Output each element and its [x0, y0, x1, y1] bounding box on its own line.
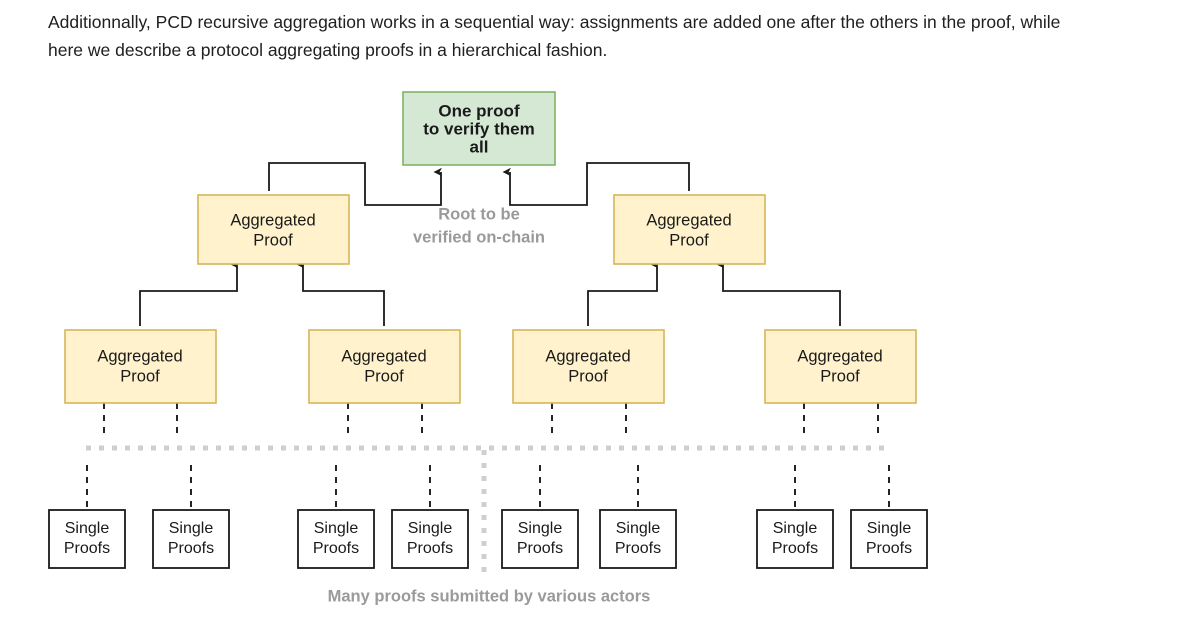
l3-node-3-label-line1: Aggregated [545, 347, 630, 365]
l2-node-1-label-line1: Aggregated [230, 211, 315, 229]
l2-node-2-rect [613, 194, 766, 265]
node-single-proofs-4[interactable]: Single Proofs [391, 509, 469, 569]
node-single-proofs-5[interactable]: Single Proofs [501, 509, 579, 569]
single-proof-4-rect [391, 509, 469, 569]
dashed-stubs-upper [103, 403, 879, 436]
single-proof-2-rect [152, 509, 230, 569]
edge-left-branch-to-root [268, 162, 443, 206]
l3-node-3-label-line2: Proof [568, 367, 608, 385]
root-node-label-line2: to verify them [423, 119, 534, 138]
node-aggregated-proof-l3-1[interactable]: Aggregated Proof [64, 329, 217, 404]
node-single-proofs-8[interactable]: Single Proofs [850, 509, 928, 569]
single-proof-7-rect [756, 509, 834, 569]
single-proof-4-label-line1: Single [408, 520, 453, 537]
l2-node-2-label-line2: Proof [669, 231, 709, 249]
single-proof-3-rect [297, 509, 375, 569]
node-aggregated-proof-l3-3[interactable]: Aggregated Proof [512, 329, 665, 404]
single-proof-2-label-line2: Proofs [168, 540, 214, 557]
edges-level2-to-root [268, 162, 690, 206]
l2-node-1-label-line2: Proof [253, 231, 293, 249]
l3-node-4-label-line1: Aggregated [797, 347, 882, 365]
l2-node-1-rect [197, 194, 350, 265]
node-single-proofs-1[interactable]: Single Proofs [48, 509, 126, 569]
root-node-rect [402, 91, 556, 166]
node-single-proofs-6[interactable]: Single Proofs [599, 509, 677, 569]
l3-node-1-rect [64, 329, 217, 404]
single-proof-8-rect [850, 509, 928, 569]
l3-node-1-label-line1: Aggregated [97, 347, 182, 365]
single-proof-1-label-line2: Proofs [64, 540, 110, 557]
edge-agg2-to-left-branch [295, 259, 385, 326]
single-proof-8-label-line1: Single [867, 520, 912, 537]
hierarchical-aggregation-diagram: One proof to verify them all Root to be … [0, 76, 1200, 626]
edge-agg3-to-right-branch [587, 259, 659, 326]
root-annotation-line1: Root to be [438, 205, 520, 223]
single-proof-3-label-line1: Single [314, 520, 359, 537]
edge-agg4-to-right-branch [715, 259, 841, 326]
single-proof-6-label-line2: Proofs [615, 540, 661, 557]
root-node-label-line3: all [470, 137, 489, 156]
single-proof-5-label-line2: Proofs [517, 540, 563, 557]
l3-node-4-rect [764, 329, 917, 404]
single-proof-4-label-line2: Proofs [407, 540, 453, 557]
node-aggregated-proof-l2-1[interactable]: Aggregated Proof [197, 194, 350, 265]
node-single-proofs-7[interactable]: Single Proofs [756, 509, 834, 569]
edge-agg1-to-left-branch [139, 259, 239, 326]
single-proof-6-label-line1: Single [616, 520, 661, 537]
node-root-one-proof[interactable]: One proof to verify them all [402, 91, 556, 166]
l2-node-2-label-line1: Aggregated [646, 211, 731, 229]
single-proof-5-label-line1: Single [518, 520, 563, 537]
single-proof-5-rect [501, 509, 579, 569]
dashed-stubs-lower [86, 465, 890, 510]
root-annotation: Root to be verified on-chain [413, 205, 545, 246]
root-node-label-line1: One proof [438, 101, 520, 120]
edge-right-branch-to-root [502, 162, 690, 206]
l3-node-2-rect [308, 329, 461, 404]
intro-paragraph: Additionnally, PCD recursive aggregation… [48, 12, 1061, 60]
single-proof-1-rect [48, 509, 126, 569]
single-proof-2-label-line1: Single [169, 520, 214, 537]
single-proof-7-label-line1: Single [773, 520, 818, 537]
edges-level3-to-level2 [139, 259, 841, 326]
single-proof-8-label-line2: Proofs [866, 540, 912, 557]
root-annotation-line2: verified on-chain [413, 228, 545, 246]
l3-node-1-label-line2: Proof [120, 367, 160, 385]
node-aggregated-proof-l3-2[interactable]: Aggregated Proof [308, 329, 461, 404]
l3-node-2-label-line2: Proof [364, 367, 404, 385]
diagram-caption: Many proofs submitted by various actors [328, 587, 651, 605]
node-single-proofs-2[interactable]: Single Proofs [152, 509, 230, 569]
single-proof-1-label-line1: Single [65, 520, 110, 537]
gray-dotted-separators [86, 445, 892, 572]
single-proof-7-label-line2: Proofs [772, 540, 818, 557]
l3-node-3-rect [512, 329, 665, 404]
l3-node-4-label-line2: Proof [820, 367, 860, 385]
node-aggregated-proof-l3-4[interactable]: Aggregated Proof [764, 329, 917, 404]
l3-node-2-label-line1: Aggregated [341, 347, 426, 365]
node-aggregated-proof-l2-2[interactable]: Aggregated Proof [613, 194, 766, 265]
single-proof-3-label-line2: Proofs [313, 540, 359, 557]
single-proof-6-rect [599, 509, 677, 569]
node-single-proofs-3[interactable]: Single Proofs [297, 509, 375, 569]
